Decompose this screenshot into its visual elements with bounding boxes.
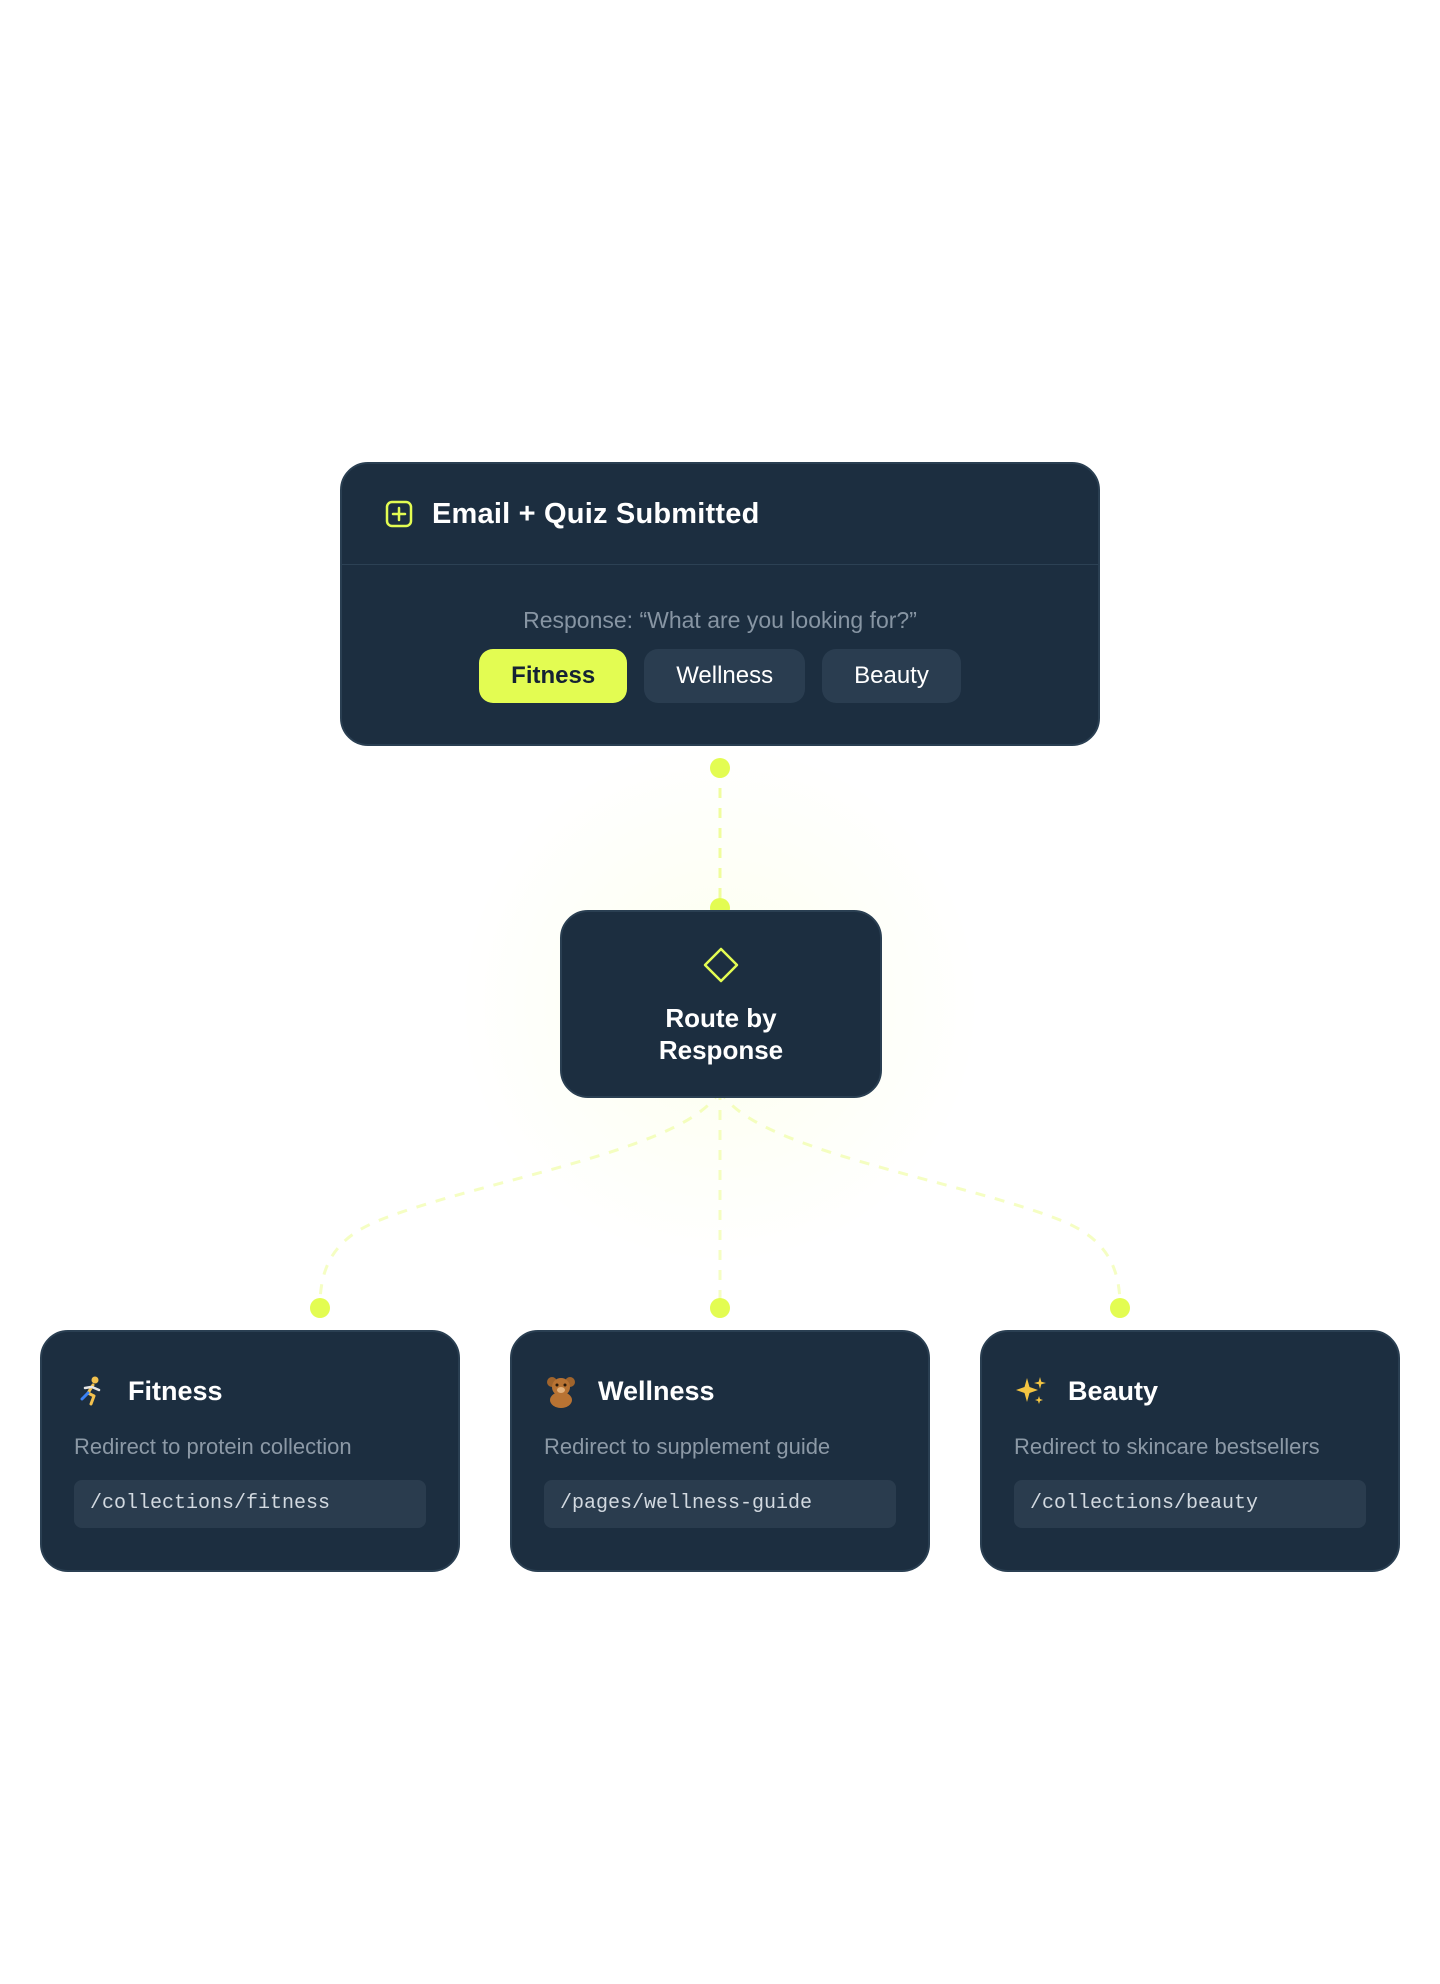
outcome-path: /collections/beauty [1014,1480,1366,1528]
option-chip-wellness[interactable]: Wellness [644,649,806,703]
teddy-bear-icon [544,1374,578,1408]
trigger-node[interactable]: Email + Quiz Submitted Response: “What a… [340,462,1100,746]
outcome-card-beauty[interactable]: Beauty Redirect to skincare bestsellers … [980,1330,1400,1572]
wellness-input-port [710,1298,730,1318]
outcome-name: Wellness [598,1375,715,1406]
trigger-header: Email + Quiz Submitted [342,464,1098,565]
outcome-description: Redirect to protein collection [74,1434,352,1459]
outcome-path: /pages/wellness-guide [544,1480,896,1528]
beauty-input-port [1110,1298,1130,1318]
outcome-description: Redirect to skincare bestsellers [1014,1434,1320,1459]
trigger-body: Response: “What are you looking for?” Fi… [342,607,1098,703]
router-to-beauty-line [718,1089,1122,1307]
outcome-header: Beauty [1014,1374,1398,1408]
runner-icon [74,1374,108,1408]
plus-square-icon [384,499,414,529]
outcome-name: Fitness [128,1375,223,1406]
response-question: Response: “What are you looking for?” [523,607,917,633]
outcome-path: /collections/fitness [74,1480,426,1528]
outcome-header: Wellness [544,1374,928,1408]
router-node[interactable]: Route by Response [560,910,882,1098]
router-to-fitness-line [318,1089,722,1307]
outcome-description: Redirect to supplement guide [544,1434,831,1459]
response-options: Fitness Wellness Beauty [342,649,1098,703]
fitness-input-port [310,1298,330,1318]
router-label: Route by Response [562,1002,880,1066]
router-label-line2: Response [658,1035,784,1065]
diamond-icon [703,947,739,983]
outcome-header: Fitness [74,1374,458,1408]
outcome-name: Beauty [1068,1375,1159,1406]
option-chip-fitness[interactable]: Fitness [479,649,628,703]
trigger-title: Email + Quiz Submitted [432,497,760,530]
router-label-line1: Route by [665,1003,777,1033]
outcome-card-wellness[interactable]: Wellness Redirect to supplement guide /p… [510,1330,930,1572]
outcome-card-fitness[interactable]: Fitness Redirect to protein collection /… [40,1330,460,1572]
option-chip-beauty[interactable]: Beauty [822,649,961,703]
sparkles-icon [1014,1374,1048,1408]
trigger-output-port [710,758,730,778]
